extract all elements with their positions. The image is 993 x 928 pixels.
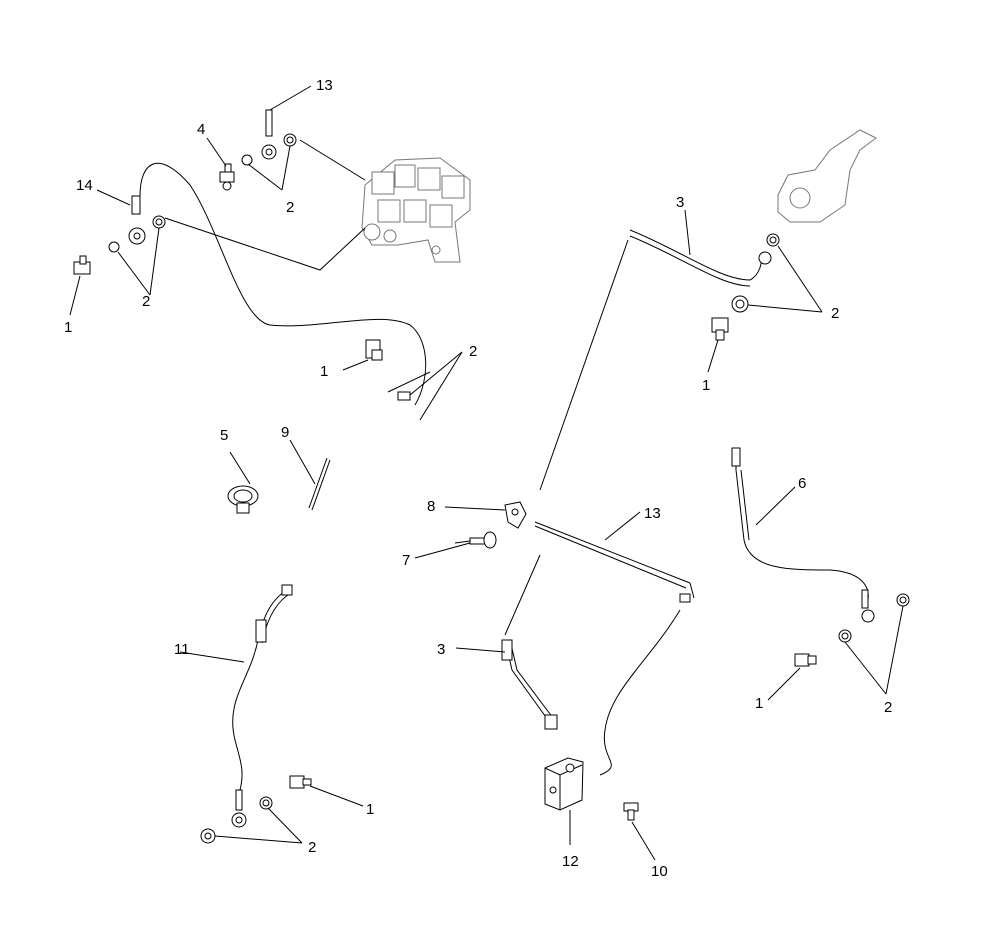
callout-11: 11: [174, 641, 190, 658]
callout-13-center: 13: [644, 505, 661, 522]
bolt-10: [623, 802, 639, 821]
callout-1-bottom-left: 1: [366, 801, 374, 818]
manifold-block-12: [544, 757, 584, 811]
clamp-5: [227, 485, 259, 514]
callout-7: 7: [402, 552, 410, 569]
hose-fitting-6: [838, 589, 910, 643]
callout-2-top: 2: [286, 199, 294, 216]
callout-2-middle: 2: [469, 343, 477, 360]
bracket-8: [504, 501, 527, 529]
callout-9: 9: [281, 424, 289, 441]
callout-1-left: 1: [64, 319, 72, 336]
callout-10: 10: [651, 863, 668, 880]
bolt-1-bottom: [289, 775, 312, 789]
callout-13-top: 13: [316, 77, 333, 94]
callout-2-bottom-left: 2: [308, 839, 316, 856]
pin-7: [454, 531, 497, 549]
callout-1-middle: 1: [320, 363, 328, 380]
callout-3-top: 3: [676, 194, 684, 211]
callout-1-bottom-right: 1: [755, 695, 763, 712]
callout-8: 8: [427, 498, 435, 515]
fitting-4: [219, 163, 235, 191]
callout-6: 6: [798, 475, 806, 492]
elbow-1-middle: [365, 339, 383, 361]
callout-2-bottom-right: 2: [884, 699, 892, 716]
bolt-1-left: [73, 255, 91, 275]
callout-labels: 13 4 14 2 2 1 1 2 3 2 1 5 9 6 8 13 7 11 …: [64, 77, 892, 880]
callout-2-left: 2: [142, 293, 150, 310]
callout-1-right: 1: [702, 377, 710, 394]
callout-3-bottom: 3: [437, 641, 445, 658]
callout-12: 12: [562, 853, 579, 870]
cylinder-top-right: [777, 129, 877, 223]
callout-14: 14: [76, 177, 93, 194]
hose-fitting-11: [200, 789, 273, 844]
elbow-1-right: [711, 317, 729, 341]
callout-5: 5: [220, 427, 228, 444]
callout-4: 4: [197, 121, 205, 138]
bolt-1-right: [794, 653, 817, 667]
hose-fitting-14: [108, 195, 166, 253]
callout-2-right: 2: [831, 305, 839, 322]
leader-lines: [69, 85, 904, 861]
control-valve-assembly: [361, 157, 471, 263]
